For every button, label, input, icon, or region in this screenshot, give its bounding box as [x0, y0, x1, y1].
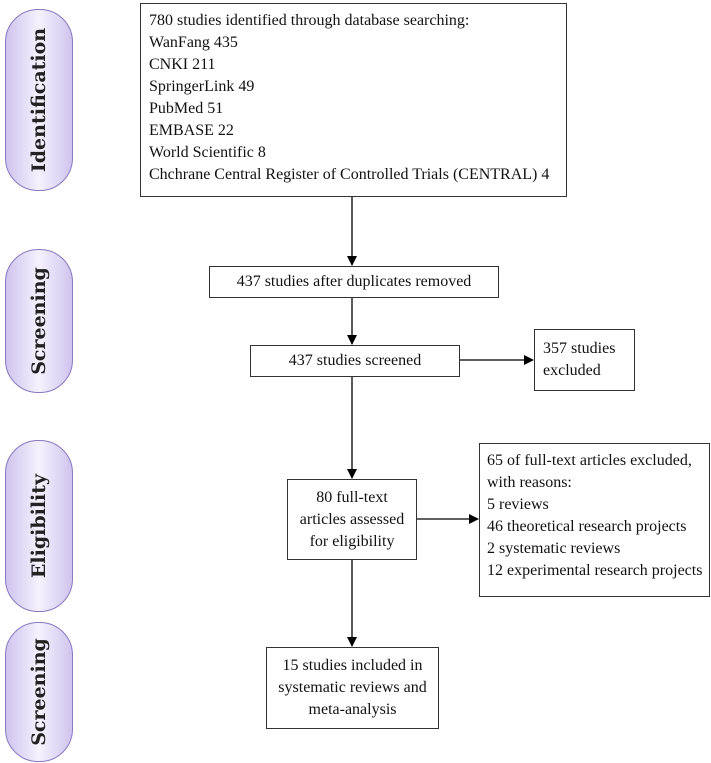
included-box: 15 studies included in systematic review… [266, 647, 439, 729]
identification-line: Chchrane Central Register of Controlled … [149, 166, 550, 183]
included-line: systematic reviews and [278, 679, 427, 696]
fulltext-excluded-line: 5 reviews [487, 496, 549, 513]
identification-line: WanFang 435 [149, 34, 238, 51]
fulltext-assessed-box: 80 full-text articles assessed for eligi… [287, 479, 417, 560]
excluded-line: excluded [543, 362, 601, 379]
included-line: meta-analysis [308, 701, 397, 718]
fulltext-assessed-line: articles assessed [299, 510, 405, 528]
identification-line: EMBASE 22 [149, 122, 234, 139]
identification-line: SpringerLink 49 [149, 78, 255, 95]
identification-line: World Scientific 8 [149, 144, 266, 161]
fulltext-excluded-line: 65 of full-text articles excluded, [487, 452, 692, 469]
duplicates-removed-box: 437 studies after duplicates removed [209, 266, 499, 298]
included-line: 15 studies included in [282, 657, 423, 674]
stage-included: Screening [5, 622, 73, 762]
identification-line: CNKI 211 [149, 56, 216, 73]
screened-box: 437 studies screened [250, 345, 460, 377]
excluded-line: 357 studies [543, 340, 616, 357]
fulltext-excluded-line: with reasons: [487, 474, 572, 491]
stage-identification: Identification [5, 9, 73, 191]
screened-text: 437 studies screened [288, 352, 422, 369]
stage-eligibility: Eligibility [5, 440, 73, 612]
identification-box: 780 studies identified through database … [140, 3, 567, 197]
duplicates-removed-text: 437 studies after duplicates removed [236, 273, 472, 290]
fulltext-excluded-box: 65 of full-text articles excluded, with … [479, 443, 710, 597]
fulltext-assessed-line: 80 full-text [316, 488, 388, 506]
fulltext-excluded-line: 2 systematic reviews [487, 540, 621, 557]
fulltext-excluded-line: 12 experimental research projects [487, 562, 703, 579]
fulltext-assessed-line: for eligibility [309, 532, 395, 550]
identification-line: 780 studies identified through database … [149, 12, 470, 29]
stage-screening: Screening [5, 249, 73, 393]
fulltext-excluded-line: 46 theoretical research projects [487, 518, 687, 535]
identification-line: PubMed 51 [149, 100, 224, 117]
excluded-box: 357 studies excluded [534, 329, 635, 391]
